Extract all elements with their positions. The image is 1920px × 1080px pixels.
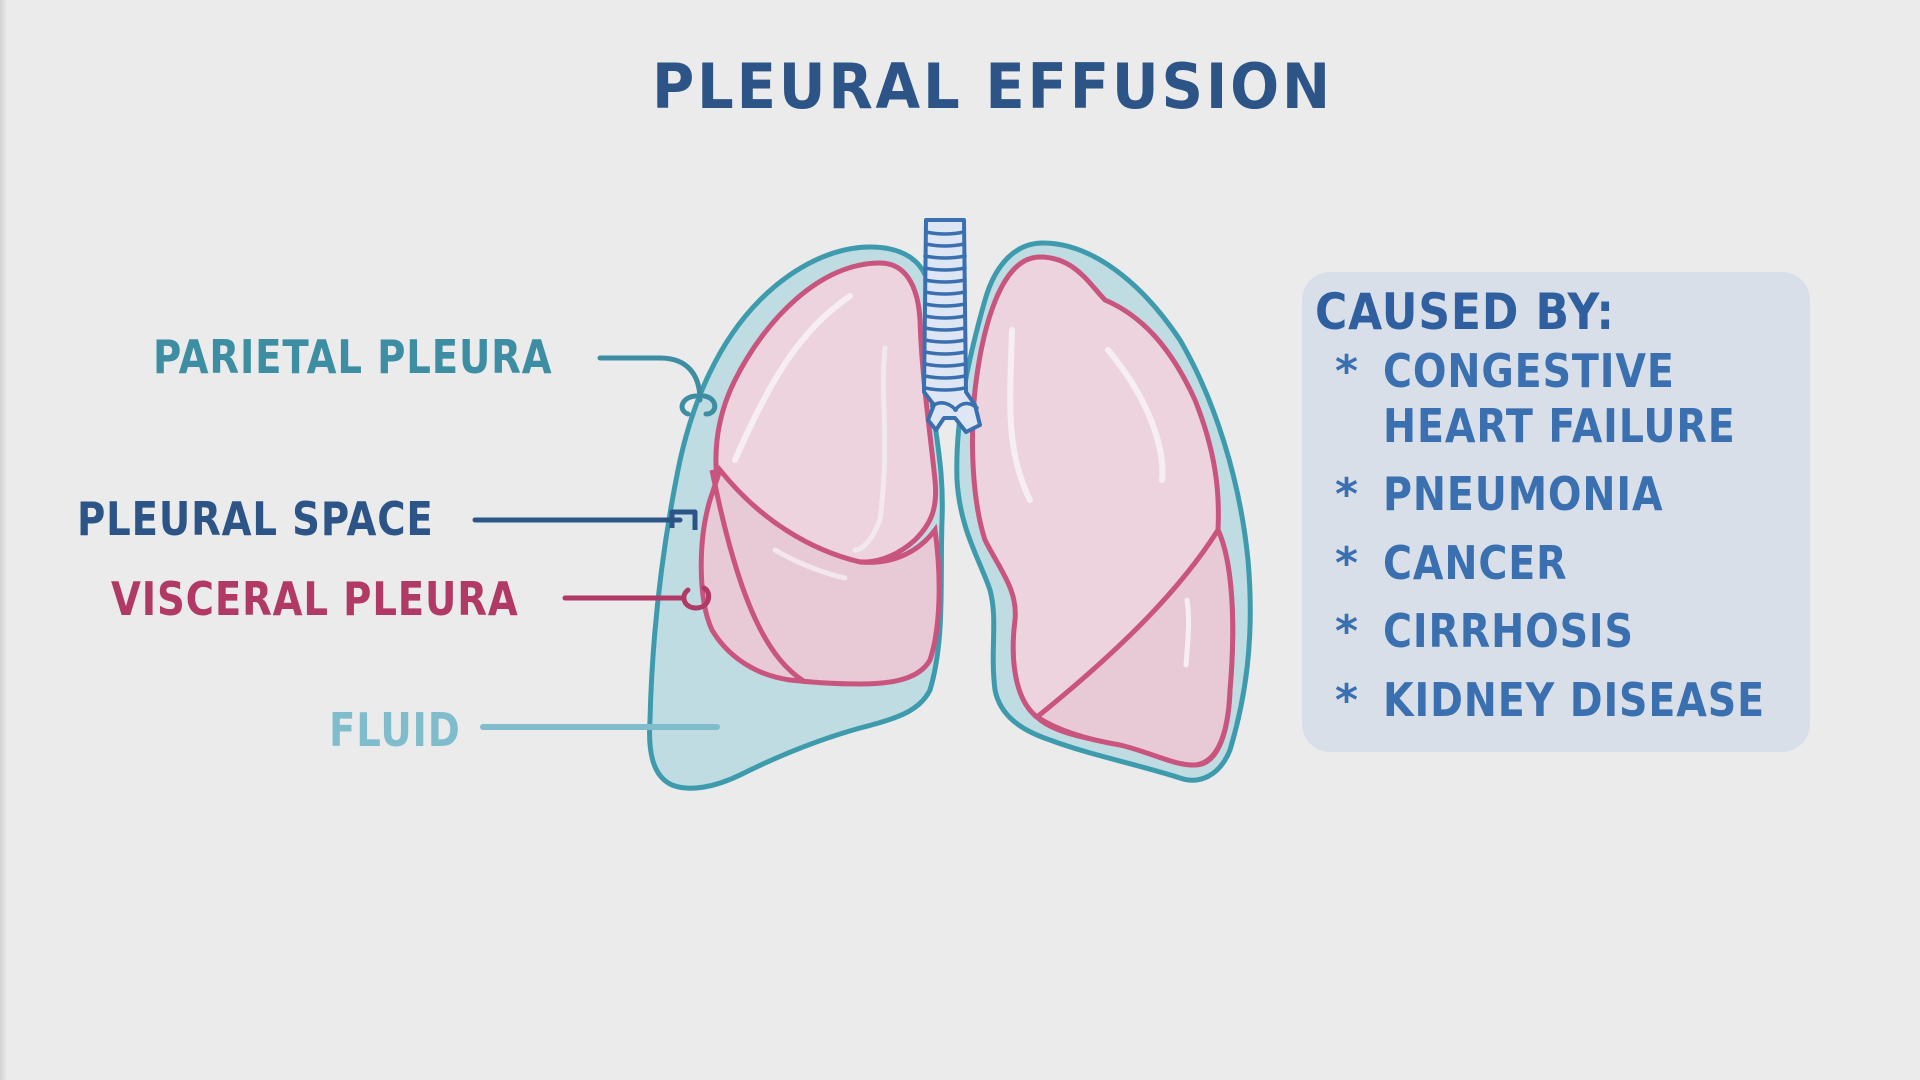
right-lung-highlight-2 [1007, 327, 1033, 503]
asterisk-bullet-icon: * [1335, 538, 1359, 589]
diagram-title: PLEURAL EFFUSION [652, 50, 1333, 123]
fluid-label: FLUID [329, 703, 461, 757]
asterisk-bullet-icon: * [1335, 469, 1359, 520]
right-lung-highlight [1105, 347, 1166, 483]
right-lung [954, 240, 1253, 783]
parietal-pleura-pointer [597, 355, 718, 417]
right-lung-highlight-3 [1183, 597, 1192, 668]
pleural-space-label: PLEURAL SPACE [77, 492, 434, 546]
left-lung-fissure [709, 469, 807, 685]
pleural-space-pointer [472, 509, 698, 530]
left-lung-highlight-2 [852, 345, 888, 553]
asterisk-bullet-icon: * [1335, 606, 1359, 657]
asterisk-bullet-icon: * [1335, 675, 1359, 726]
visceral-pleura-pointer [562, 585, 712, 611]
left-lung-highlight [732, 293, 853, 463]
causes-heading: CAUSED BY: [1315, 283, 1615, 341]
left-edge-border [0, 0, 6, 1080]
causes-panel [1302, 272, 1810, 752]
left-lung [647, 244, 945, 791]
asterisk-bullet-icon: * [1335, 346, 1359, 397]
parietal-pleura-label: PARIETAL PLEURA [153, 330, 553, 384]
right-lung-lower-lobe [1032, 524, 1236, 768]
left-lung-highlight-3 [772, 547, 848, 581]
visceral-pleura-label: VISCERAL PLEURA [111, 572, 519, 626]
trachea [922, 218, 982, 434]
